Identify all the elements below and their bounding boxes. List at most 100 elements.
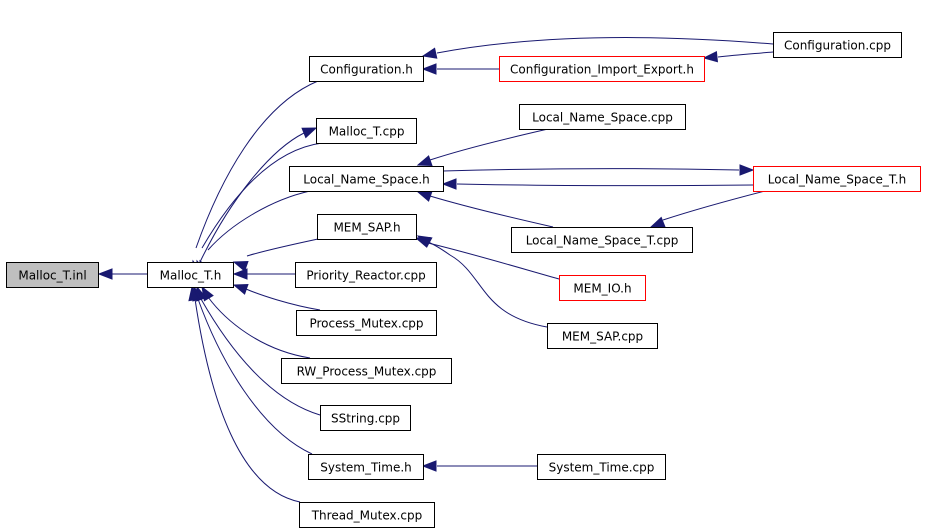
arrowhead-icon	[739, 164, 755, 176]
node-box[interactable]	[537, 454, 666, 480]
node-label: Local_Name_Space.h	[303, 173, 430, 187]
edge-line	[427, 242, 560, 280]
arrowhead-icon	[416, 235, 433, 248]
arrowhead-icon	[416, 155, 433, 166]
node-label: MEM_SAP.cpp	[562, 330, 643, 344]
node-mem-io-h[interactable]: MEM_IO.h	[559, 275, 646, 301]
node-box[interactable]	[296, 310, 437, 336]
node-box[interactable]	[147, 262, 234, 288]
edge-line	[662, 190, 766, 221]
node-configuration-import-export-h[interactable]: Configuration_Import_Export.h	[499, 56, 705, 82]
edge-line	[427, 241, 548, 328]
edge-local_name_space_t_h-to-local_name_space_h	[441, 178, 754, 190]
node-box[interactable]	[320, 405, 411, 431]
node-mem-sap-h[interactable]: MEM_SAP.h	[317, 214, 417, 240]
node-priority-reactor-cpp[interactable]: Priority_Reactor.cpp	[295, 262, 437, 288]
node-label: Configuration.cpp	[784, 39, 891, 53]
edge-mem_sap_h-to-malloc_t_h	[232, 238, 319, 272]
edge-thread_mutex_cpp-to-malloc_t_h	[188, 285, 301, 503]
node-box[interactable]	[519, 104, 686, 130]
node-malloc-t-cpp[interactable]: Malloc_T.cpp	[316, 118, 417, 144]
edge-line	[197, 298, 313, 455]
edge-line	[194, 298, 301, 503]
node-local-name-space-cpp[interactable]: Local_Name_Space.cpp	[519, 104, 686, 130]
node-label: SString.cpp	[331, 412, 400, 426]
node-label: Local_Name_Space_T.cpp	[526, 234, 679, 248]
node-box[interactable]	[281, 358, 452, 384]
edge-line	[246, 238, 319, 257]
node-label: Local_Name_Space_T.h	[768, 173, 906, 187]
arrowhead-icon	[421, 460, 437, 472]
edge-mem_sap_cpp-to-mem_sap_h	[416, 235, 548, 328]
node-box[interactable]	[547, 323, 658, 349]
edge-line	[717, 51, 774, 58]
edge-local_name_space_cpp-to-local_name_space_h	[416, 128, 549, 166]
node-label: MEM_IO.h	[573, 282, 631, 296]
edge-local_name_space_t_h-to-local_name_space_t_cpp	[649, 190, 766, 228]
node-process-mutex-cpp[interactable]: Process_Mutex.cpp	[296, 310, 437, 336]
arrowhead-icon	[416, 191, 433, 202]
arrowhead-icon	[301, 127, 318, 139]
edge-configuration_cpp-to-configuration_h	[421, 37, 774, 59]
node-label: Malloc_T.cpp	[329, 125, 405, 139]
node-system-time-cpp[interactable]: System_Time.cpp	[537, 454, 666, 480]
node-thread-mutex-cpp[interactable]: Thread_Mutex.cpp	[299, 502, 435, 528]
edge-line	[199, 132, 305, 263]
edge-line	[245, 288, 321, 311]
node-configuration-cpp[interactable]: Configuration.cpp	[773, 32, 902, 58]
edge-line	[456, 183, 754, 187]
arrowhead-icon	[232, 261, 249, 272]
node-box[interactable]	[295, 262, 437, 288]
node-box[interactable]	[317, 214, 417, 240]
node-configuration-h[interactable]: Configuration.h	[309, 56, 424, 82]
nodes-layer: Malloc_T.inl Malloc_T.h Configuration.h Con…	[6, 32, 921, 528]
node-local-name-space-t-h[interactable]: Local_Name_Space_T.h	[753, 166, 921, 192]
edge-malloc_t_h-to-malloc_t_inl	[97, 268, 147, 280]
edge-line	[429, 195, 554, 228]
node-box[interactable]	[289, 166, 444, 192]
edge-line	[442, 168, 740, 172]
node-sstring-cpp[interactable]: SString.cpp	[320, 405, 411, 431]
edge-local_name_space_t_cpp-to-local_name_space_h	[416, 191, 554, 228]
node-rw-process-mutex-cpp[interactable]: RW_Process_Mutex.cpp	[281, 358, 452, 384]
node-malloc-t-inl[interactable]: Malloc_T.inl	[6, 262, 99, 288]
node-box[interactable]	[6, 262, 99, 288]
edge-line	[436, 37, 774, 54]
arrowhead-icon	[702, 50, 719, 63]
node-box[interactable]	[773, 32, 902, 58]
node-malloc-t-h[interactable]: Malloc_T.h	[147, 262, 234, 288]
node-label: Priority_Reactor.cpp	[306, 269, 425, 283]
arrowhead-icon	[232, 268, 248, 280]
arrowhead-icon	[188, 285, 200, 302]
node-box[interactable]	[499, 56, 705, 82]
node-box[interactable]	[299, 502, 435, 528]
edge-configuration_cpp-to-configuration_import_export_h	[702, 50, 774, 63]
node-box[interactable]	[316, 118, 417, 144]
edge-line	[207, 296, 311, 359]
edge-line	[429, 128, 549, 161]
node-mem-sap-cpp[interactable]: MEM_SAP.cpp	[547, 323, 658, 349]
edge-priority_reactor_cpp-to-malloc_t_h	[232, 268, 295, 280]
edge-process_mutex_cpp-to-malloc_t_h	[232, 284, 321, 311]
node-local-name-space-t-cpp[interactable]: Local_Name_Space_T.cpp	[511, 227, 693, 253]
node-label: System_Time.cpp	[549, 461, 655, 475]
node-local-name-space-h[interactable]: Local_Name_Space.h	[289, 166, 444, 192]
node-box[interactable]	[308, 454, 424, 480]
node-label: RW_Process_Mutex.cpp	[297, 365, 437, 379]
node-box[interactable]	[309, 56, 424, 82]
node-label: Thread_Mutex.cpp	[311, 509, 423, 523]
node-label: Configuration.h	[320, 63, 413, 77]
arrowhead-icon	[649, 216, 666, 228]
edge-line	[200, 298, 321, 416]
edge-malloc_t_cpp-to-malloc_t_h	[196, 142, 323, 276]
node-system-time-h[interactable]: System_Time.h	[308, 454, 424, 480]
node-box[interactable]	[559, 275, 646, 301]
arrowhead-icon	[441, 178, 457, 190]
node-box[interactable]	[753, 166, 921, 192]
edge-line	[195, 80, 319, 249]
arrowhead-icon	[421, 47, 438, 59]
node-label: Malloc_T.h	[160, 269, 222, 283]
edge-malloc_t_h-to-malloc_t_cpp	[199, 127, 318, 263]
node-box[interactable]	[511, 227, 693, 253]
